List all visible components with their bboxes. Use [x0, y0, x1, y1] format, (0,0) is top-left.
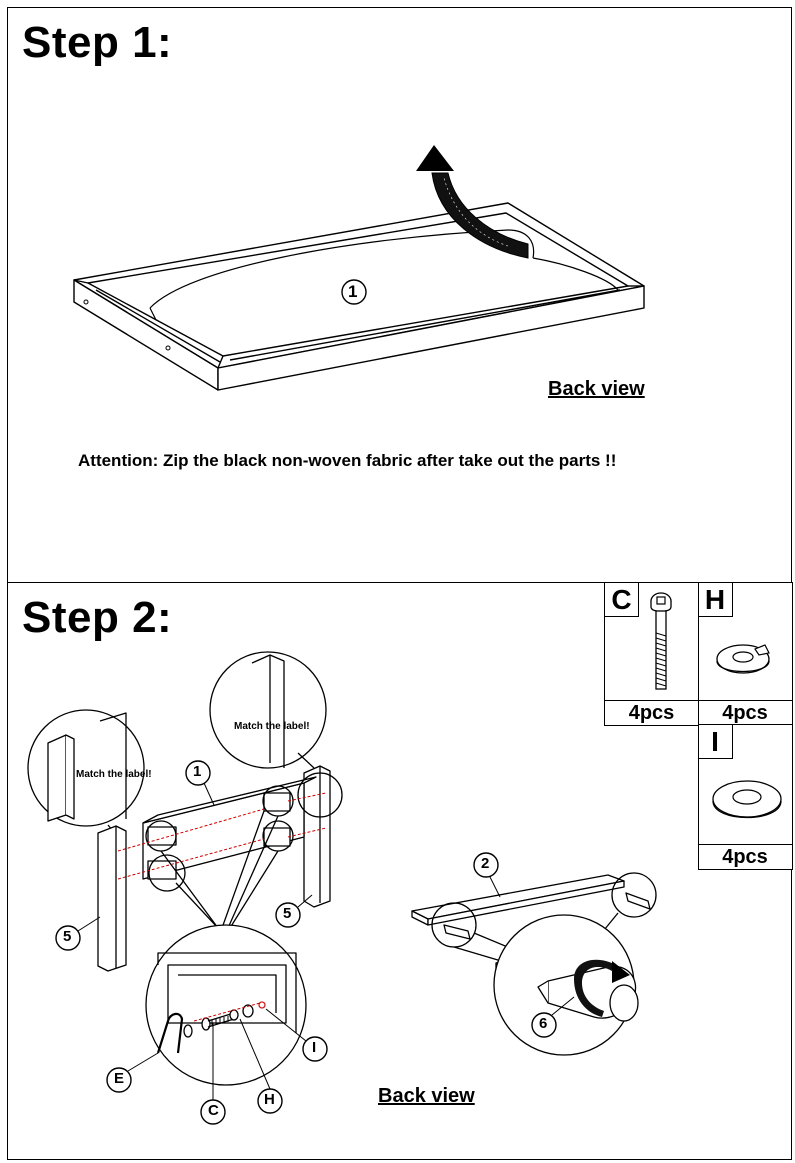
part-1-label: 1 [193, 763, 202, 780]
step-1-view-label: Back view [548, 378, 645, 400]
part-1-label: 1 [348, 282, 358, 301]
step-2-panel: Step 2: [7, 581, 793, 1160]
part-5-left-label: 5 [63, 928, 72, 945]
part-h-qty: 4pcs [698, 699, 792, 725]
frame-illustration [73, 145, 645, 391]
rotate-arrow-icon [574, 959, 630, 1017]
part-5-right-label: 5 [283, 905, 292, 922]
attention-note: Attention: Zip the black non-woven fabri… [78, 451, 617, 470]
assembly-illustration [27, 651, 657, 1125]
part-1-marker [341, 279, 367, 305]
right-callout-circle [209, 651, 327, 769]
step-2-title: Step 2: [22, 593, 173, 642]
part-i-qty: 4pcs [698, 844, 792, 869]
part-h-cell: H 4pcs [697, 581, 793, 726]
flat-washer-icon [711, 780, 782, 819]
step-1-title: Step 1: [22, 18, 173, 67]
lift-arrow-icon [416, 145, 529, 259]
step-2-view-label: Back view [378, 1085, 475, 1107]
hardware-c-label: C [208, 1102, 219, 1119]
part-6-label: 6 [539, 1015, 548, 1032]
hardware-i-label: I [312, 1039, 317, 1056]
left-callout-text: Match the label! [76, 769, 152, 780]
part-c-cell: C 4pcs [604, 581, 699, 726]
split-washer-icon [715, 643, 770, 674]
part-i-cell: I 4pcs [697, 724, 793, 870]
part-2-label: 2 [481, 855, 490, 872]
part-h-letter: H [698, 582, 733, 617]
hardware-e-label: E [114, 1070, 125, 1087]
part-c-qty: 4pcs [605, 699, 698, 725]
hardware-h-label: H [264, 1091, 275, 1108]
detail-zoom-circle [145, 924, 307, 1086]
part-c-letter: C [605, 582, 639, 617]
right-callout-text: Match the label! [234, 721, 310, 732]
step-1-panel: Step 1: [7, 7, 792, 583]
bolt-icon [650, 591, 672, 690]
part-i-letter: I [698, 725, 733, 759]
